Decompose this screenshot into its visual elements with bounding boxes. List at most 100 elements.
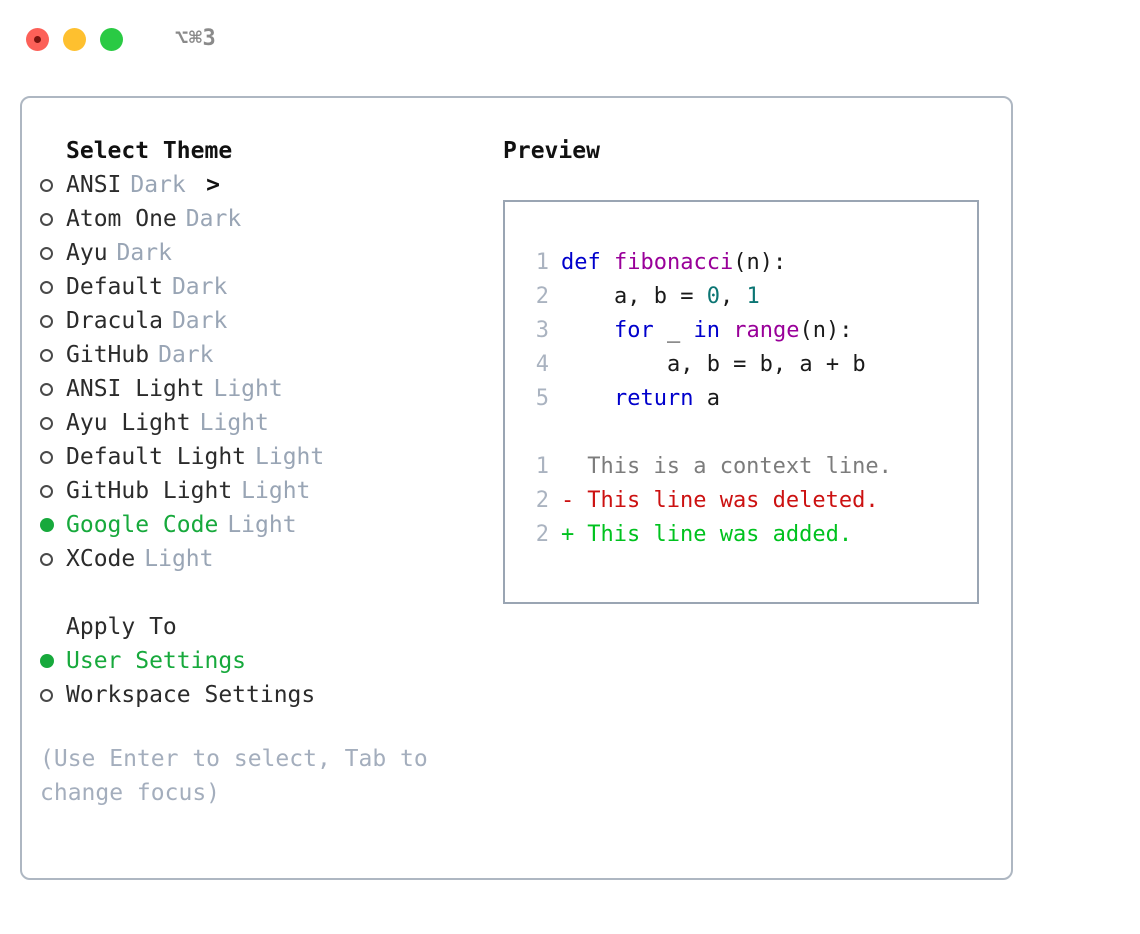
theme-name: Google Code bbox=[66, 512, 219, 538]
code-line-content: a, b = b, a + b bbox=[561, 348, 866, 382]
caret-icon: > bbox=[206, 172, 221, 198]
radio-selected-icon bbox=[40, 644, 66, 678]
close-window-icon[interactable] bbox=[26, 27, 49, 51]
theme-variant-tag: Dark bbox=[130, 172, 186, 198]
theme-variant-tag: Light bbox=[144, 546, 214, 572]
theme-variant-tag: Dark bbox=[158, 342, 214, 368]
theme-variant-tag: Light bbox=[199, 410, 269, 436]
code-token-num: 0 bbox=[706, 284, 720, 309]
theme-name: ANSI Light bbox=[66, 376, 205, 402]
theme-variant-tag: Light bbox=[213, 376, 283, 402]
keyboard-shortcut-label: ⌥⌘3 bbox=[175, 26, 217, 51]
maximize-window-icon[interactable] bbox=[100, 27, 123, 51]
theme-list-item[interactable]: Dracula Dark bbox=[40, 304, 500, 338]
radio-unselected-icon bbox=[40, 304, 66, 338]
diff-sample: 1 This is a context line.2- This line wa… bbox=[505, 450, 977, 552]
theme-variant-tag: Dark bbox=[116, 240, 172, 266]
diff-line-number: 2 bbox=[535, 488, 549, 513]
select-theme-header: > Select Theme bbox=[40, 134, 500, 198]
radio-unselected-icon bbox=[40, 270, 66, 304]
apply-to-item[interactable]: User Settings bbox=[40, 644, 500, 678]
code-line-content: a, b = 0, 1 bbox=[561, 280, 760, 314]
theme-list-item[interactable]: XCode Light bbox=[40, 542, 500, 576]
theme-name: Default bbox=[66, 274, 163, 300]
apply-to-item[interactable]: Workspace Settings bbox=[40, 678, 500, 712]
radio-unselected-icon bbox=[40, 168, 66, 202]
theme-variant-tag: Light bbox=[255, 444, 325, 470]
code-line-number: 4 bbox=[535, 352, 549, 377]
code-token-txt: _ bbox=[653, 318, 694, 343]
code-token-txt: a, b = bbox=[561, 284, 707, 309]
diff-line: 2- This line was deleted. bbox=[505, 484, 977, 518]
code-token-txt bbox=[720, 318, 733, 343]
keyboard-hint-text: (Use Enter to select, Tab to change focu… bbox=[40, 746, 442, 806]
theme-list-item[interactable]: ANSI Light Light bbox=[40, 372, 500, 406]
theme-name: Ayu bbox=[66, 240, 108, 266]
radio-unselected-icon bbox=[40, 406, 66, 440]
radio-unselected-icon bbox=[40, 678, 66, 712]
diff-line-number: 2 bbox=[535, 522, 549, 547]
radio-unselected-icon bbox=[40, 202, 66, 236]
code-line: 5 return a bbox=[505, 382, 977, 416]
theme-name: ANSI bbox=[66, 172, 122, 198]
theme-variant-tag: Light bbox=[227, 512, 297, 538]
code-token-txt: a bbox=[693, 386, 720, 411]
diff-line: 1 This is a context line. bbox=[505, 450, 977, 484]
code-token-punc: (n): bbox=[799, 318, 853, 343]
code-token-fn: fibonacci bbox=[613, 250, 734, 275]
radio-unselected-icon bbox=[40, 372, 66, 406]
theme-name: XCode bbox=[66, 546, 136, 572]
apply-to-label: Workspace Settings bbox=[66, 682, 316, 708]
apply-to-label: User Settings bbox=[66, 648, 247, 674]
minimize-window-icon[interactable] bbox=[63, 27, 86, 51]
theme-list-item[interactable]: Ayu Dark bbox=[40, 236, 500, 270]
code-token-punc: (n): bbox=[733, 250, 787, 275]
diff-line: 2+ This line was added. bbox=[505, 518, 977, 552]
theme-name: Ayu Light bbox=[66, 410, 191, 436]
code-line-number: 1 bbox=[535, 250, 549, 275]
traffic-light-group bbox=[26, 27, 123, 51]
select-theme-header-label: Select Theme bbox=[66, 138, 233, 164]
theme-name: Dracula bbox=[66, 308, 163, 334]
diff-sign bbox=[561, 450, 574, 484]
code-token-num: 1 bbox=[746, 284, 760, 309]
theme-name: GitHub bbox=[66, 342, 150, 368]
code-line-number: 5 bbox=[535, 386, 549, 411]
preview-title: Preview bbox=[503, 138, 600, 164]
theme-variant-tag: Dark bbox=[171, 308, 228, 334]
code-token-fn: range bbox=[733, 318, 800, 343]
code-token-txt bbox=[561, 386, 614, 411]
code-line: 3 for _ in range(n): bbox=[505, 314, 977, 348]
theme-list-item[interactable]: Google Code Light bbox=[40, 508, 500, 542]
theme-list-item[interactable]: Ayu Light Light bbox=[40, 406, 500, 440]
diff-line-text: This line was deleted. bbox=[574, 488, 879, 513]
theme-list-item[interactable]: GitHub Dark bbox=[40, 338, 500, 372]
apply-to-header: Apply To bbox=[40, 610, 500, 644]
code-token-txt bbox=[561, 318, 614, 343]
radio-unselected-icon bbox=[40, 236, 66, 270]
radio-selected-icon bbox=[40, 508, 66, 542]
theme-variant-tag: Light bbox=[241, 478, 311, 504]
code-token-kw: for bbox=[613, 318, 654, 343]
code-token-kw: in bbox=[693, 318, 720, 343]
window-titlebar: ⌥⌘3 bbox=[0, 0, 1140, 78]
theme-list-item[interactable]: GitHub Light Light bbox=[40, 474, 500, 508]
radio-unselected-icon bbox=[40, 474, 66, 508]
radio-unselected-icon bbox=[40, 542, 66, 576]
theme-name: GitHub Light bbox=[66, 478, 233, 504]
code-token-txt: a, b = b, a + b bbox=[561, 352, 866, 377]
radio-unselected-icon bbox=[40, 338, 66, 372]
theme-list-item[interactable]: ANSI Dark bbox=[40, 168, 500, 202]
diff-sign: - bbox=[561, 488, 575, 513]
diff-line-number: 1 bbox=[535, 454, 549, 479]
